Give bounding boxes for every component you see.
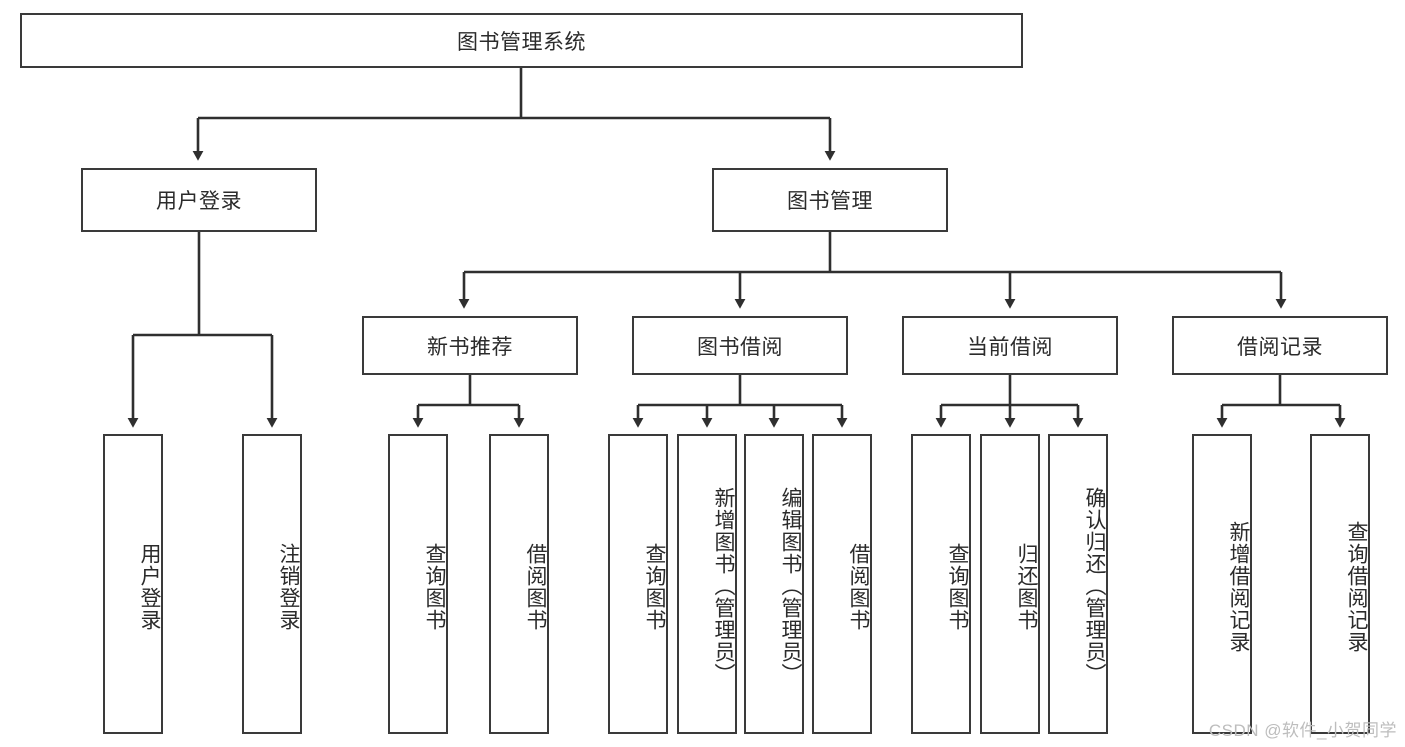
node-leaf-add-record-label: 新增借阅记录 — [1227, 521, 1250, 653]
node-leaf-edit-book[interactable]: 编辑图书（管理员） — [744, 434, 804, 734]
node-user-login[interactable]: 用户登录 — [81, 168, 317, 232]
node-leaf-user-login-label: 用户登录 — [138, 543, 161, 631]
node-leaf-query-book-1-label: 查询图书 — [423, 543, 446, 631]
node-root-book-management-system[interactable]: 图书管理系统 — [20, 13, 1023, 68]
node-borrow-record-label: 借阅记录 — [1237, 335, 1323, 359]
node-leaf-query-record[interactable]: 查询借阅记录 — [1310, 434, 1370, 734]
node-leaf-query-book-2-label: 查询图书 — [643, 543, 666, 631]
node-leaf-query-book-1[interactable]: 查询图书 — [388, 434, 448, 734]
node-leaf-return-book[interactable]: 归还图书 — [980, 434, 1040, 734]
node-book-borrow[interactable]: 图书借阅 — [632, 316, 848, 375]
node-book-manage-label: 图书管理 — [787, 190, 873, 213]
watermark: CSDN @软件_小贺同学 — [1208, 721, 1397, 740]
node-book-manage[interactable]: 图书管理 — [712, 168, 948, 232]
node-leaf-borrow-book-1[interactable]: 借阅图书 — [489, 434, 549, 734]
node-leaf-edit-book-label: 编辑图书（管理员） — [779, 487, 802, 685]
node-leaf-query-record-label: 查询借阅记录 — [1345, 521, 1368, 653]
node-leaf-query-book-3[interactable]: 查询图书 — [911, 434, 971, 734]
node-leaf-user-logout[interactable]: 注销登录 — [242, 434, 302, 734]
node-user-login-label: 用户登录 — [156, 190, 242, 213]
node-current-borrow[interactable]: 当前借阅 — [902, 316, 1118, 375]
node-new-book-recommend[interactable]: 新书推荐 — [362, 316, 578, 375]
node-leaf-user-login[interactable]: 用户登录 — [103, 434, 163, 734]
node-leaf-add-book[interactable]: 新增图书（管理员） — [677, 434, 737, 734]
node-leaf-borrow-book-1-label: 借阅图书 — [524, 543, 547, 631]
node-root-label: 图书管理系统 — [457, 30, 586, 54]
node-leaf-confirm-return[interactable]: 确认归还（管理员） — [1048, 434, 1108, 734]
node-leaf-add-record[interactable]: 新增借阅记录 — [1192, 434, 1252, 734]
node-borrow-record[interactable]: 借阅记录 — [1172, 316, 1388, 375]
node-leaf-query-book-3-label: 查询图书 — [946, 543, 969, 631]
node-leaf-borrow-book-2[interactable]: 借阅图书 — [812, 434, 872, 734]
node-leaf-borrow-book-2-label: 借阅图书 — [847, 543, 870, 631]
node-new-book-recommend-label: 新书推荐 — [427, 335, 513, 359]
node-leaf-add-book-label: 新增图书（管理员） — [712, 487, 735, 685]
node-leaf-user-logout-label: 注销登录 — [277, 543, 300, 631]
node-book-borrow-label: 图书借阅 — [697, 335, 783, 359]
node-current-borrow-label: 当前借阅 — [967, 335, 1053, 359]
node-leaf-query-book-2[interactable]: 查询图书 — [608, 434, 668, 734]
node-leaf-confirm-return-label: 确认归还（管理员） — [1083, 487, 1106, 685]
node-leaf-return-book-label: 归还图书 — [1015, 543, 1038, 631]
